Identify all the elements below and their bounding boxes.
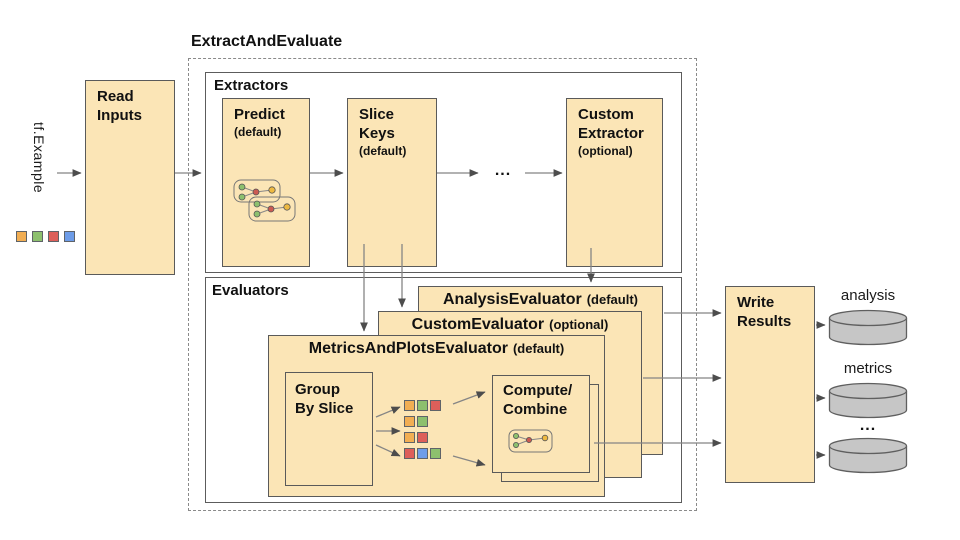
green-slice-square — [430, 448, 441, 459]
green-slice-square — [417, 416, 428, 427]
diagram-title: ExtractAndEvaluate — [191, 33, 343, 50]
extractors-ellipsis: ... — [494, 162, 512, 179]
group-by-slice-box: Group By Slice — [285, 372, 373, 486]
predict-extractor-box: Predict (default) — [222, 98, 310, 267]
metrics-output-label: metrics — [843, 360, 893, 377]
red-slice-square — [404, 448, 415, 459]
red-slice-square — [48, 231, 59, 242]
orange-slice-square — [404, 400, 415, 411]
example-legend-squares — [16, 231, 75, 247]
red-slice-square — [430, 400, 441, 411]
orange-slice-square — [16, 231, 27, 242]
evaluators-section-label: Evaluators — [212, 282, 289, 299]
extract-and-evaluate-container — [188, 58, 697, 511]
green-slice-square — [417, 400, 428, 411]
red-slice-square — [417, 432, 428, 443]
slice-keys-extractor-box: Slice Keys (default) — [347, 98, 437, 267]
sliced-data-grid — [404, 400, 441, 464]
extractors-container: Extractors — [205, 72, 682, 273]
extractors-section-label: Extractors — [214, 77, 289, 94]
blue-slice-square — [417, 448, 428, 459]
orange-slice-square — [404, 432, 415, 443]
other-database-cylinder-icon — [828, 437, 908, 474]
input-format-label: tf.Example — [31, 122, 47, 194]
read-inputs-box: Read Inputs — [85, 80, 175, 275]
write-results-box: Write Results — [725, 286, 815, 483]
blue-slice-square — [64, 231, 75, 242]
read-inputs-label: Read — [97, 88, 134, 105]
orange-slice-square — [404, 416, 415, 427]
more-outputs-ellipsis: ... — [859, 417, 877, 434]
evaluators-container: Evaluators — [205, 277, 682, 503]
green-slice-square — [32, 231, 43, 242]
analysis-output-label: analysis — [840, 287, 896, 304]
metrics-database-cylinder-icon — [828, 382, 908, 419]
custom-extractor-box: Custom Extractor (optional) — [566, 98, 663, 267]
model-graph-icon — [233, 179, 296, 222]
analysis-database-cylinder-icon — [828, 309, 908, 346]
combine-graph-icon — [508, 429, 553, 453]
compute-combine-box: Compute/ Combine — [492, 375, 590, 473]
